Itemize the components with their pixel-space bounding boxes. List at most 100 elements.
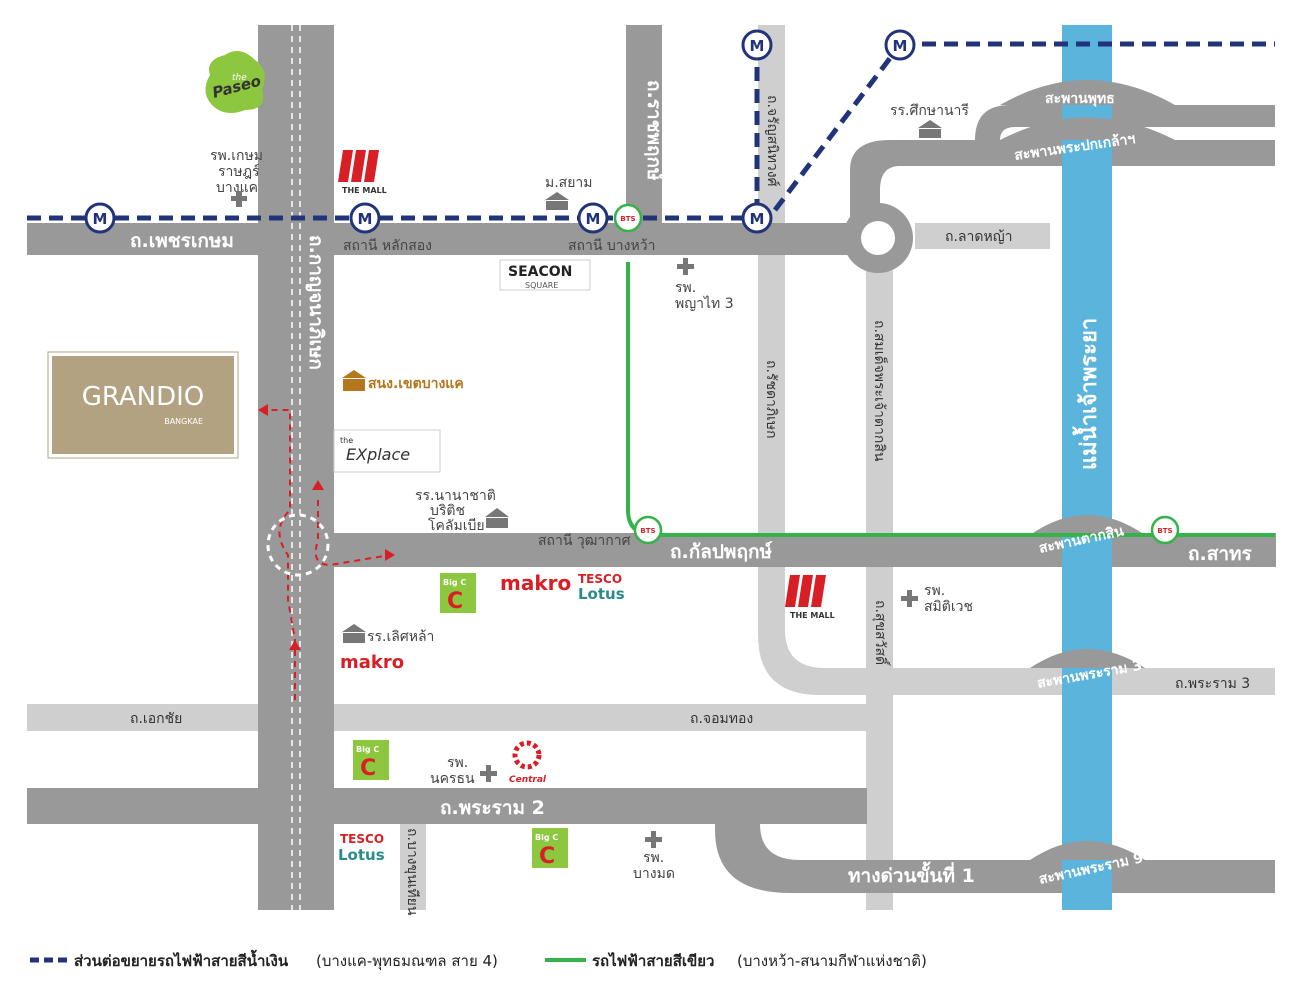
school-icon — [342, 624, 366, 643]
government-building-icon — [342, 370, 366, 391]
school-loetla: รร.เลิศหล้า — [342, 624, 434, 645]
hospital-cross-icon — [480, 765, 497, 782]
bridge-label-phut: สะพานพุทธ — [1045, 91, 1115, 107]
route-arrow-icon — [385, 549, 395, 561]
hospital-kasem: รพ.เกษม ราษฎร์ บางแค — [210, 148, 263, 207]
svg-text:รร.เลิศหล้า: รร.เลิศหล้า — [367, 629, 434, 645]
hospital-cross-icon — [677, 258, 694, 275]
minor-roads — [27, 25, 1275, 910]
paseo-logo: the Paseo — [205, 51, 265, 114]
mrt-station-icon: M — [349, 202, 381, 234]
bts-stations: BTS BTS BTS — [613, 203, 1180, 545]
svg-text:โคลัมเบีย: โคลัมเบีย — [428, 517, 485, 534]
svg-text:สมิติเวช: สมิติเวช — [924, 599, 973, 615]
mrt-station-icon: M — [577, 202, 609, 234]
svg-text:M: M — [893, 37, 908, 55]
road-label-expressway: ทางด่วนขั้นที่ 1 — [848, 861, 975, 887]
svg-text:บางแค: บางแค — [216, 180, 258, 196]
road-label-bang-khunthian: ถ.บางขุนเทียน — [404, 828, 420, 916]
seacon-square-logo: SEACON SQUARE — [499, 259, 591, 291]
hospital-cross-icon — [645, 831, 662, 848]
station-label-bang-wa: สถานี บางหว้า — [568, 238, 655, 254]
svg-text:รพ.เกษม: รพ.เกษม — [210, 148, 263, 164]
svg-text:BTS: BTS — [1157, 527, 1172, 535]
siam-university: ม.สยาม — [545, 175, 593, 210]
the-mall-logo: THE MALL — [338, 150, 387, 195]
road-label-ratchaphruek: ถ.ราชพฤกษ์ — [643, 80, 665, 181]
svg-text:THE MALL: THE MALL — [342, 186, 387, 195]
makro-logo: makro — [340, 652, 404, 673]
road-label-chom-thong: ถ.จอมทอง — [690, 711, 753, 727]
tesco-lotus-logo: TESCO Lotus — [338, 832, 385, 864]
svg-text:C: C — [360, 756, 376, 781]
mrt-station-icon: M — [884, 29, 916, 61]
mrt-blue-line — [27, 41, 1275, 221]
svg-text:ม.สยาม: ม.สยาม — [545, 175, 593, 191]
u-turn-loop — [266, 513, 330, 577]
station-label-lak-song: สถานี หลักสอง — [343, 238, 432, 254]
roundabout-center — [861, 221, 895, 255]
hospital-bangmot: รพ. บางมด — [633, 831, 675, 882]
explace-logo: the EXplace — [333, 429, 441, 473]
road-label-rama3: ถ.พระราม 3 — [1175, 676, 1250, 692]
mrt-station-icon: M — [84, 202, 116, 234]
bigc-logo: Big C C — [532, 828, 568, 869]
svg-text:M: M — [586, 210, 601, 228]
bts-station-icon: BTS — [613, 203, 643, 233]
hospital-samitivej: รพ. สมิติเวช — [901, 583, 973, 615]
svg-text:SEACON: SEACON — [508, 264, 572, 280]
svg-text:the: the — [340, 436, 353, 445]
mrt-stations: M M M M M M — [84, 29, 916, 234]
hospital-cross-icon — [231, 191, 247, 207]
grandio-project[interactable]: GRANDIO BANGKAE — [47, 351, 239, 459]
route-arrow-icon — [258, 404, 268, 416]
svg-text:TESCO: TESCO — [578, 572, 622, 586]
svg-text:สนง.เขตบางแค: สนง.เขตบางแค — [368, 376, 464, 392]
svg-text:รพ.: รพ. — [924, 583, 945, 599]
svg-text:Lotus: Lotus — [338, 846, 385, 864]
bigc-logo: Big C C — [440, 573, 476, 614]
road-label-suksawat: ถ.สุขสวัสดิ์ — [872, 600, 891, 667]
svg-text:Central: Central — [509, 775, 547, 785]
svg-text:SQUARE: SQUARE — [525, 281, 558, 290]
svg-text:Big C: Big C — [443, 578, 466, 587]
svg-text:TESCO: TESCO — [340, 832, 384, 846]
svg-text:M: M — [750, 37, 765, 55]
mrt-station-icon: M — [741, 202, 773, 234]
svg-text:รร.นานาชาติ: รร.นานาชาติ — [415, 488, 496, 504]
station-label-wutthakat: สถานี วุฒากาศ — [538, 533, 631, 549]
svg-text:THE MALL: THE MALL — [790, 611, 835, 620]
access-route — [265, 409, 391, 700]
legend: ส่วนต่อขยายรถไฟฟ้าสายสีน้ำเงิน (บางแค-พุ… — [30, 949, 927, 971]
makro-logo: makro — [500, 571, 571, 595]
svg-text:BTS: BTS — [620, 215, 635, 223]
road-label-somdet: ถ.สมเด็จพระเจ้าตากสิน — [871, 320, 889, 462]
svg-text:BTS: BTS — [640, 527, 655, 535]
chao-phraya-river — [1062, 25, 1112, 910]
svg-text:GRANDIO: GRANDIO — [82, 382, 205, 412]
svg-text:นครธน: นครธน — [430, 771, 475, 787]
road-label-rama2: ถ.พระราม 2 — [440, 797, 545, 819]
route-arrow-icon — [289, 640, 301, 650]
district-office: สนง.เขตบางแค — [342, 370, 464, 392]
svg-text:M: M — [750, 210, 765, 228]
lane-markings — [291, 25, 301, 910]
school-sueksanari: รร.ศึกษานารี — [890, 103, 969, 138]
legend-green-label: รถไฟฟ้าสายสีเขียว — [592, 951, 714, 970]
svg-text:พญาไท 3: พญาไท 3 — [675, 295, 734, 312]
hospital-nakhon: รพ. นครธน — [430, 755, 497, 787]
legend-green-note: (บางหว้า-สนามกีฬาแห่งชาติ) — [737, 952, 927, 970]
svg-text:M: M — [358, 210, 373, 228]
mrt-station-icon: M — [741, 29, 773, 61]
school-icon — [918, 120, 942, 138]
bigc-logo: Big C C — [353, 740, 389, 781]
svg-text:EXplace: EXplace — [346, 445, 410, 464]
bts-station-icon: BTS — [633, 515, 663, 545]
river-label: แม่น้ำเจ้าพระยา — [1072, 318, 1102, 470]
road-label-lat-ya: ถ.ลาดหญ้า — [945, 229, 1012, 245]
svg-text:Lotus: Lotus — [578, 585, 625, 603]
tesco-lotus-logo: TESCO Lotus — [578, 572, 625, 603]
road-label-sathorn: ถ.สาทร — [1188, 543, 1253, 565]
institution-icon — [545, 192, 569, 210]
